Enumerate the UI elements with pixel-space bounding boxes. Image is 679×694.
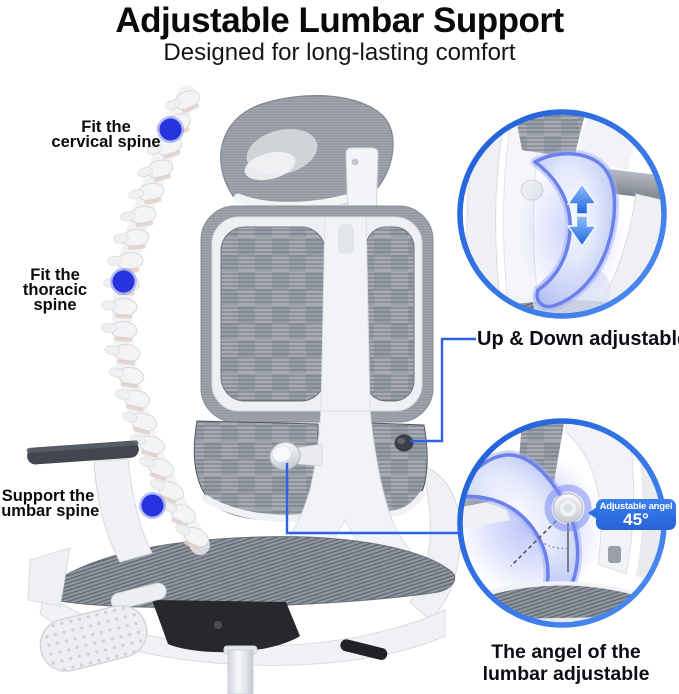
down-arrow-icon (566, 215, 598, 248)
thoracic-marker-dot-icon (110, 268, 137, 295)
angle-caption: The angel of the lumbar adjustable (462, 641, 670, 685)
label-line: Support the (1, 487, 95, 505)
label-line: cervical spine (51, 133, 161, 151)
office-chair (27, 95, 462, 694)
folded-footrest (39, 582, 167, 672)
height-knob (394, 434, 414, 452)
spine-illustration (100, 85, 212, 555)
angle-knob-closeup (544, 484, 592, 532)
page-subtitle: Designed for long-lasting comfort (163, 39, 516, 66)
backrest (200, 205, 434, 423)
label-line: thoracic spine (22, 281, 88, 314)
label-lumbar-spine: Support the lumbar spine (0, 487, 100, 520)
badge-value: 45° (623, 510, 649, 529)
label-line: lumbar spine (0, 502, 100, 520)
page-title: Adjustable Lumbar Support (115, 1, 564, 40)
label-thoracic-spine: Fit the thoracic spine (0, 266, 110, 314)
caption-line: lumbar adjustable (482, 663, 650, 685)
adjustable-angle-badge: Adjustable angel 45° (588, 499, 676, 530)
left-armrest (26, 440, 153, 563)
zoom-circle-up-down (457, 109, 667, 319)
cervical-marker-dot-icon (157, 116, 184, 143)
connector-line-up-down (410, 337, 476, 443)
up-arrow-icon (566, 182, 598, 215)
gas-cylinder (223, 645, 258, 694)
label-line: Fit the (30, 266, 80, 284)
badge-label: Adjustable angel (599, 501, 673, 512)
badge-tail-icon (588, 507, 597, 519)
lumbar-marker-dot-icon (139, 492, 166, 519)
tilt-mechanism (152, 600, 388, 660)
label-line: Fit the (81, 118, 131, 136)
connector-line-angle (285, 463, 461, 535)
up-down-adjustable-label: Up & Down adjustable (477, 328, 679, 350)
label-cervical-spine: Fit the cervical spine (26, 118, 186, 151)
caption-line: The angel of the (491, 641, 641, 663)
